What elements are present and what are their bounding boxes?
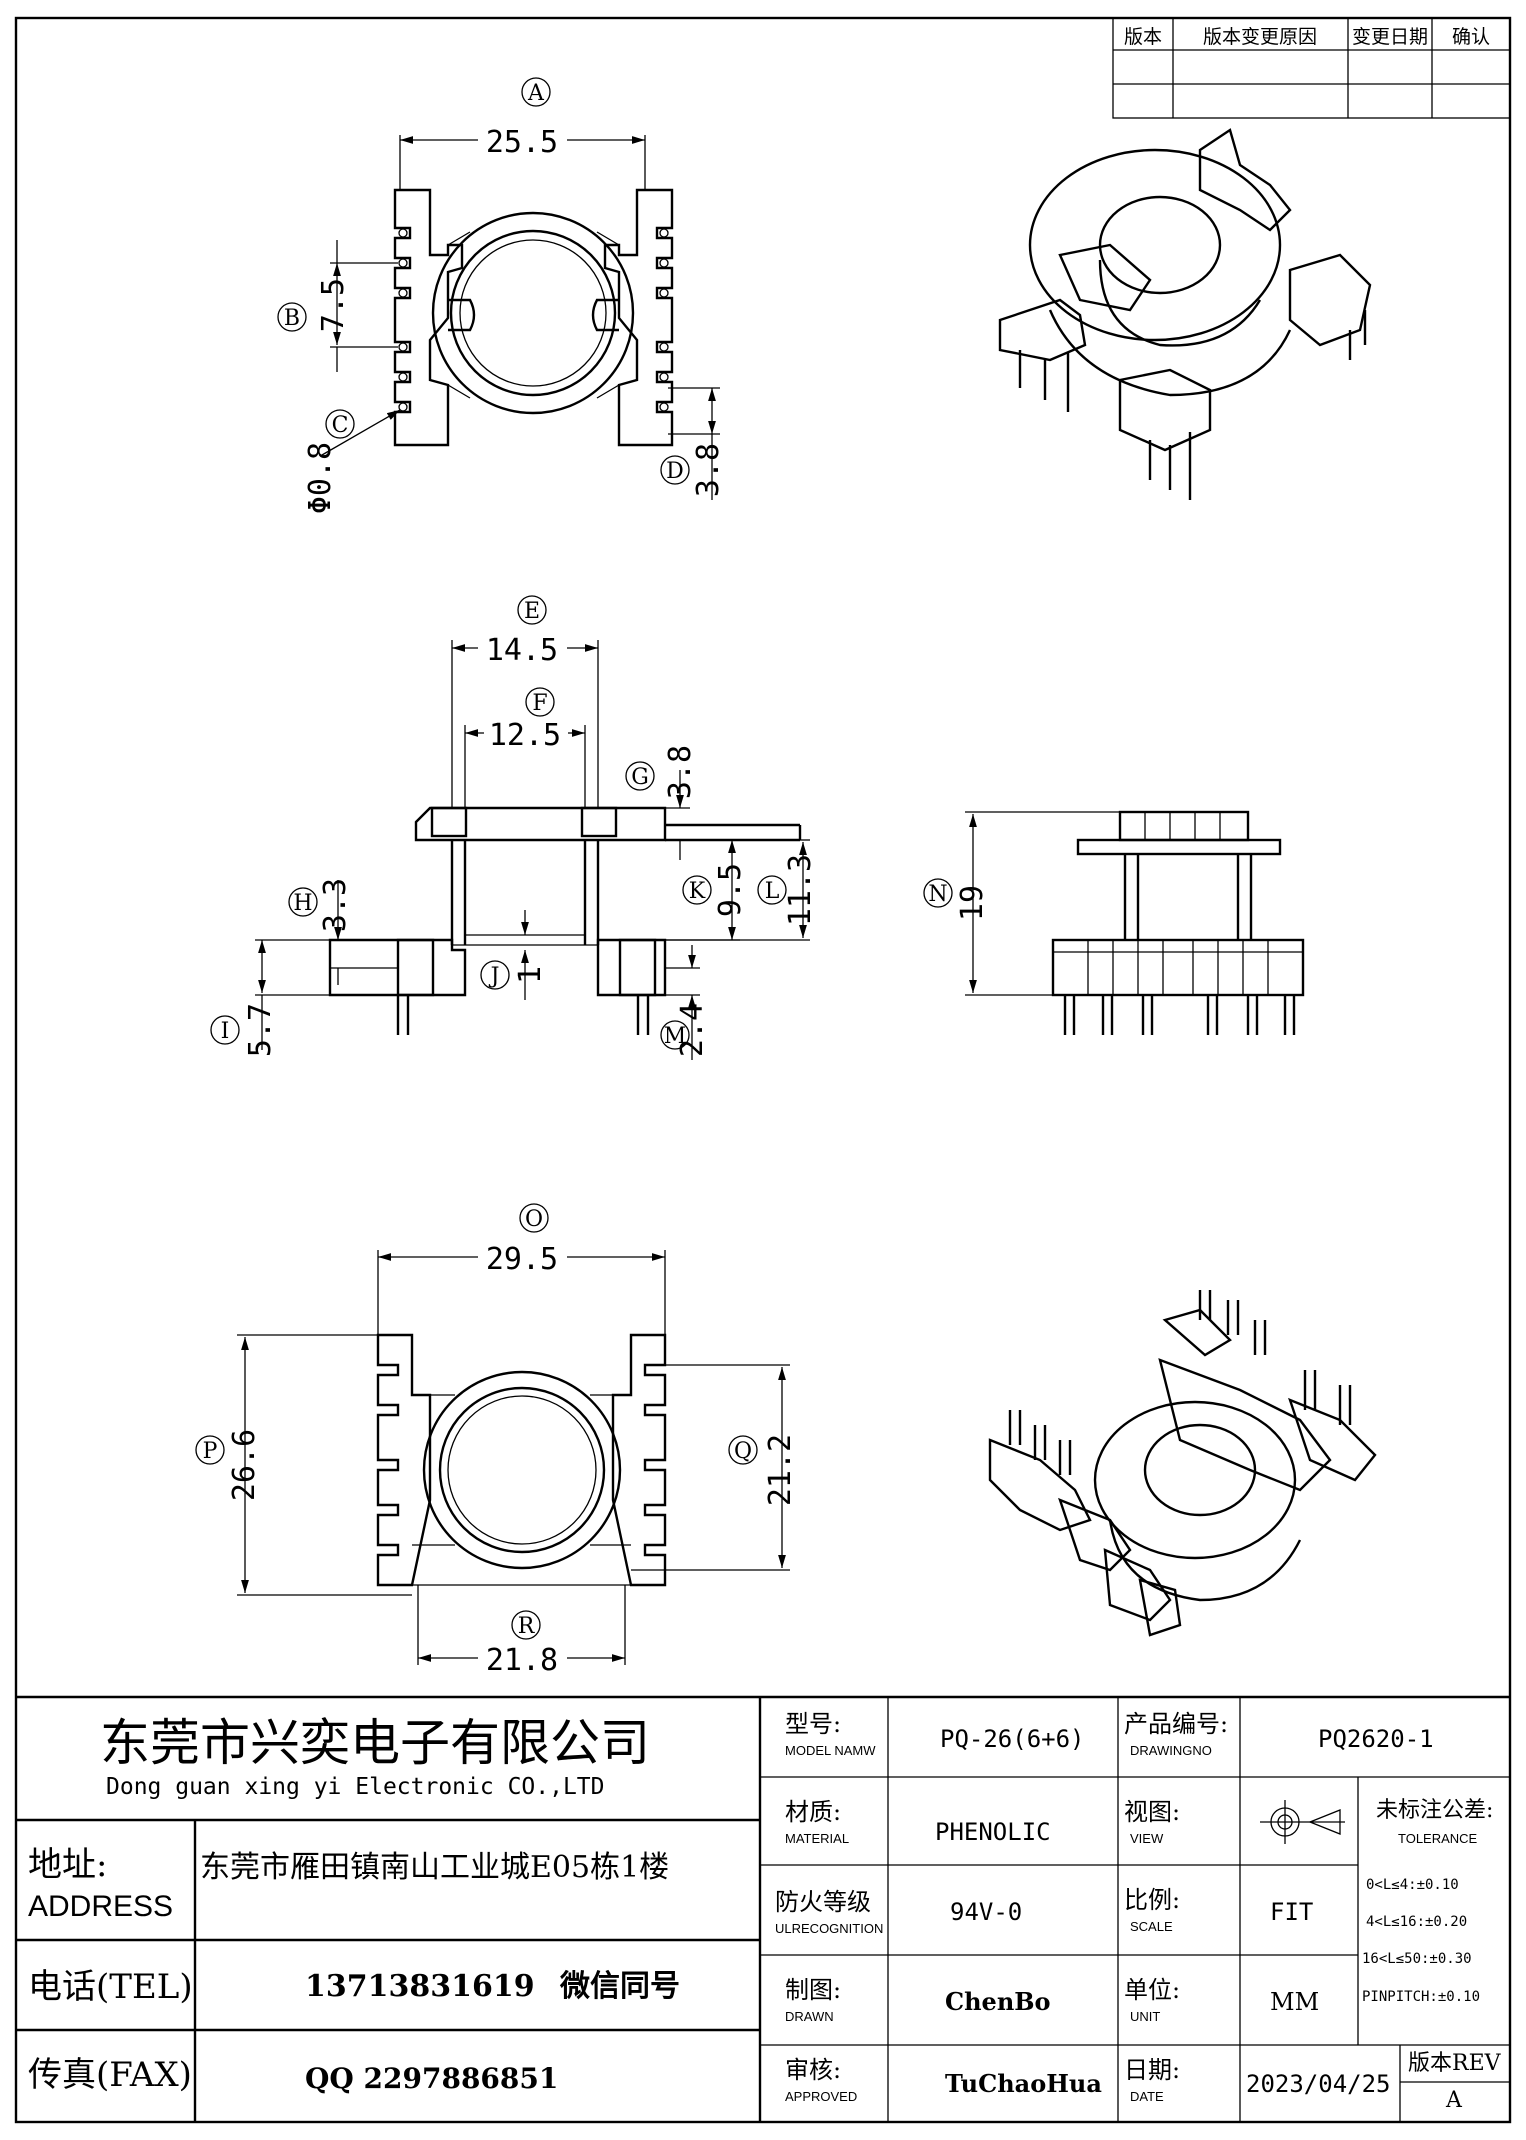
- isometric-view-bottom: [988, 1290, 1377, 1637]
- dim-i-label: I: [221, 1019, 230, 1044]
- fire-label-en: ULRECOGNITION: [775, 1921, 884, 1936]
- drawn-label-cn: 制图:: [785, 1976, 842, 2004]
- date-value: 2023/04/25: [1246, 2070, 1391, 2098]
- approved-label-en: APPROVED: [785, 2089, 858, 2104]
- dim-a-label: A: [527, 81, 545, 106]
- unit-value: MM: [1270, 1988, 1320, 2016]
- dim-o-value: 29.5: [486, 1242, 558, 1277]
- fire-value: 94V-0: [950, 1898, 1023, 1926]
- dim-h-value: 3.3: [318, 878, 353, 932]
- dim-n-value: 19: [955, 885, 990, 921]
- dim-q-label: Q: [734, 1439, 752, 1464]
- dim-f-label: F: [532, 691, 547, 716]
- drawn-value: ChenBo: [945, 1987, 1051, 2016]
- unit-label-en: UNIT: [1130, 2009, 1161, 2024]
- address-value: 东莞市雁田镇南山工业城E05栋1楼: [200, 1850, 670, 1885]
- isometric-view-top: [998, 128, 1372, 500]
- dim-g-value: 3.8: [663, 745, 698, 799]
- dim-q-value: 21.2: [763, 1434, 798, 1506]
- dim-n-label: N: [928, 882, 947, 907]
- dim-m-label: M: [664, 1024, 687, 1049]
- drawing-no-label-cn: 产品编号:: [1124, 1710, 1229, 1738]
- fax-value: QQ 2297886851: [305, 2062, 559, 2095]
- drawn-label-en: DRAWN: [785, 2009, 834, 2024]
- rev-header-confirm: 确认: [1452, 26, 1490, 48]
- sheet-border: [14, 16, 1512, 2124]
- company-name-cn: 东莞市兴奕电子有限公司: [100, 1714, 650, 1772]
- address-label-en: ADDRESS: [28, 1890, 174, 1923]
- date-label-cn: 日期:: [1124, 2056, 1181, 2084]
- dim-k-value: 9.5: [713, 863, 748, 917]
- dim-l-label: L: [765, 879, 780, 904]
- material-label-cn: 材质:: [785, 1798, 842, 1826]
- model-value: PQ-26(6+6): [940, 1725, 1085, 1753]
- dim-b-label: B: [284, 306, 300, 331]
- company-name-en: Dong guan xing yi Electronic CO.,LTD: [106, 1774, 605, 1800]
- drawing-no-label-en: DRAWINGNO: [1130, 1743, 1212, 1758]
- tolerance-line-4: PINPITCH:±0.10: [1362, 1989, 1481, 2005]
- bottom-view: 29.5 O 26.6 P 21.2 Q 21.8 R: [195, 1203, 798, 1678]
- tolerance-line-1: 0<L≤4:±0.10: [1366, 1877, 1459, 1893]
- tel-note: 微信同号: [560, 1969, 680, 2004]
- revision-table: 版本 版本变更原因 变更日期 确认: [1112, 17, 1511, 119]
- rev-label: 版本REV: [1408, 2051, 1501, 2076]
- dim-r-value: 21.8: [486, 1643, 558, 1678]
- address-label-cn: 地址:: [28, 1845, 108, 1885]
- view-label-en: VIEW: [1130, 1831, 1164, 1846]
- material-value: PHENOLIC: [935, 1818, 1051, 1846]
- dim-d-value: 3.8: [691, 443, 726, 497]
- front-view: 14.5 E 12.5 F 3.8 G 3.3 H 5.7 I: [210, 595, 818, 1060]
- model-label-en: MODEL NAMW: [785, 1743, 876, 1758]
- side-view: 19 N: [923, 810, 1305, 1035]
- view-label-cn: 视图:: [1124, 1798, 1181, 1826]
- date-label-en: DATE: [1130, 2089, 1164, 2104]
- tolerance-label-cn: 未标注公差:: [1376, 1798, 1494, 1823]
- scale-label-cn: 比例:: [1124, 1886, 1181, 1914]
- dim-r-label: R: [518, 1614, 536, 1639]
- rev-header-reason: 版本变更原因: [1203, 26, 1317, 48]
- dim-a-value: 25.5: [486, 125, 558, 160]
- dim-c-value: Φ0.8: [303, 442, 338, 514]
- dim-j-label: J: [489, 964, 500, 989]
- approved-value: TuChaoHua: [945, 2069, 1102, 2098]
- dim-d-label: D: [666, 459, 684, 484]
- tolerance-label-en: TOLERANCE: [1398, 1831, 1478, 1846]
- rev-value: A: [1446, 2088, 1462, 2113]
- drawing-no-value: PQ2620-1: [1318, 1725, 1434, 1753]
- scale-value: FIT: [1270, 1898, 1314, 1926]
- dim-c-label: C: [332, 413, 349, 438]
- dim-b-value: 7.5: [316, 278, 351, 332]
- material-label-en: MATERIAL: [785, 1831, 850, 1846]
- top-view: 25.5 A 7.5 B C Φ0.8 3.8 D: [277, 77, 726, 514]
- approved-label-cn: 审核:: [785, 2056, 842, 2084]
- dim-j-value: 1: [513, 966, 548, 984]
- tel-label: 电话(TEL): [28, 1967, 193, 2007]
- dim-f-value: 12.5: [489, 718, 561, 753]
- dim-o-label: O: [525, 1207, 543, 1232]
- tel-value: 13713831619: [305, 1969, 535, 2004]
- rev-header-version: 版本: [1124, 26, 1162, 48]
- dim-e-label: E: [524, 599, 540, 624]
- model-label-cn: 型号:: [785, 1710, 842, 1738]
- tolerance-line-2: 4<L≤16:±0.20: [1366, 1914, 1468, 1930]
- scale-label-en: SCALE: [1130, 1919, 1173, 1934]
- dim-l-value: 11.3: [783, 854, 818, 926]
- dim-k-label: K: [689, 879, 706, 904]
- dim-e-value: 14.5: [486, 633, 558, 668]
- tolerance-line-3: 16<L≤50:±0.30: [1362, 1951, 1472, 1967]
- projection-symbol-icon: [1260, 1800, 1345, 1844]
- dim-p-value: 26.6: [227, 1429, 262, 1501]
- dim-p-label: P: [203, 1439, 218, 1464]
- dim-h-label: H: [293, 891, 312, 916]
- fax-label: 传真(FAX): [28, 2055, 192, 2095]
- fire-label-cn: 防火等级: [775, 1888, 871, 1916]
- unit-label-cn: 单位:: [1124, 1976, 1181, 2004]
- dim-i-value: 5.7: [243, 1003, 278, 1057]
- rev-header-date: 变更日期: [1352, 26, 1428, 48]
- dim-g-label: G: [631, 765, 649, 790]
- title-block-grid: [16, 1695, 1510, 2122]
